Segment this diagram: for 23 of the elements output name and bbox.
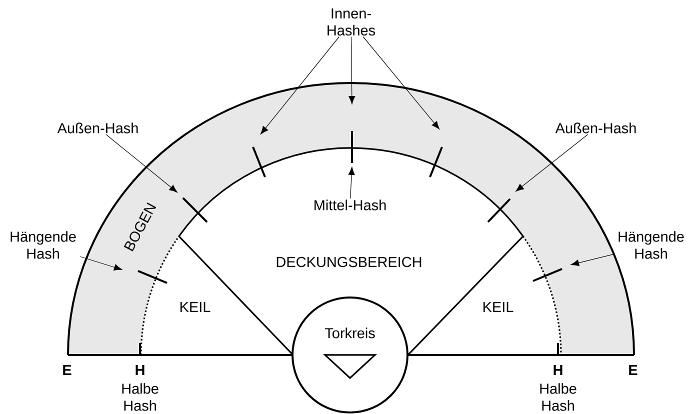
region-label: KEIL bbox=[180, 302, 210, 312]
leader-arrow bbox=[348, 36, 356, 104]
callout-text: Hängende Hash bbox=[10, 231, 76, 259]
leader-arrow bbox=[570, 254, 614, 266]
callout-text: Mittel-Hash bbox=[314, 200, 386, 210]
point-label: E bbox=[629, 365, 638, 375]
point-label: H bbox=[554, 365, 562, 375]
region-label: KEIL bbox=[483, 302, 514, 312]
region-label: DECKUNGSBEREICH bbox=[276, 256, 422, 268]
callout-text: Außen-Hash bbox=[555, 122, 636, 134]
leader-arrow bbox=[106, 134, 178, 193]
leader-arrow bbox=[348, 166, 355, 199]
leader-arrow bbox=[260, 36, 340, 134]
callout-text: Halbe Hash bbox=[540, 383, 576, 411]
callout-text: Halbe Hash bbox=[122, 383, 158, 411]
callout-text: Innen-Hashes bbox=[328, 8, 376, 36]
point-label: E bbox=[63, 365, 72, 375]
leader-arrow bbox=[362, 36, 440, 130]
callout-text: Hängende Hash bbox=[618, 231, 684, 259]
callout-text: Außen-Hash bbox=[57, 122, 138, 134]
point-label: H bbox=[136, 365, 144, 375]
leader-arrow bbox=[80, 256, 122, 271]
leader-arrow bbox=[516, 134, 588, 192]
